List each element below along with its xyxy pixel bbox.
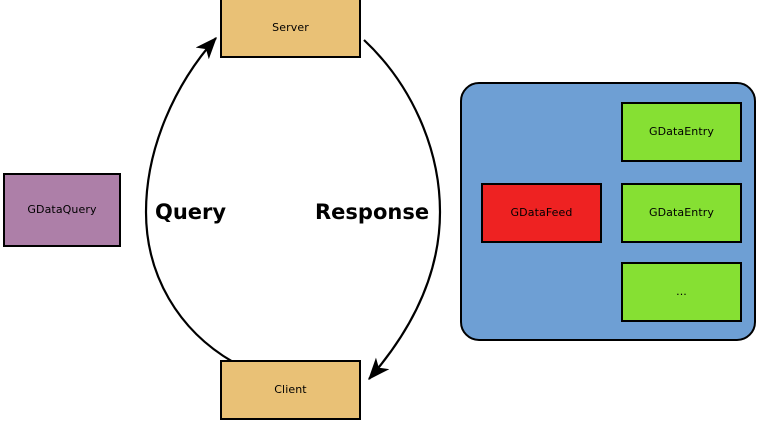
edge-label-response: Response (315, 200, 429, 224)
response-payload-panel: GDataFeed GDataEntry GDataEntry ... (460, 82, 756, 341)
node-server[interactable]: Server (220, 0, 361, 58)
node-server-label: Server (272, 21, 309, 35)
node-gdataentry-2[interactable]: GDataEntry (621, 183, 742, 243)
node-gdataquery[interactable]: GDataQuery (3, 173, 121, 247)
node-gdataentry-2-label: GDataEntry (648, 206, 715, 220)
node-gdatafeed-label: GDataFeed (510, 206, 573, 220)
edge-label-response-text: Response (315, 200, 430, 224)
node-gdataentry-1-label: GDataEntry (648, 125, 715, 139)
node-client[interactable]: Client (220, 360, 361, 420)
node-gdatafeed[interactable]: GDataFeed (481, 183, 602, 243)
node-client-label: Client (274, 383, 307, 397)
node-gdataentry-more[interactable]: ... (621, 262, 742, 322)
node-gdataentry-1[interactable]: GDataEntry (621, 102, 742, 162)
edge-label-query: Query (155, 200, 226, 224)
node-gdataentry-more-label: ... (676, 285, 687, 299)
node-gdataquery-label: GDataQuery (27, 203, 97, 217)
edge-label-query-text: Query (155, 200, 227, 224)
